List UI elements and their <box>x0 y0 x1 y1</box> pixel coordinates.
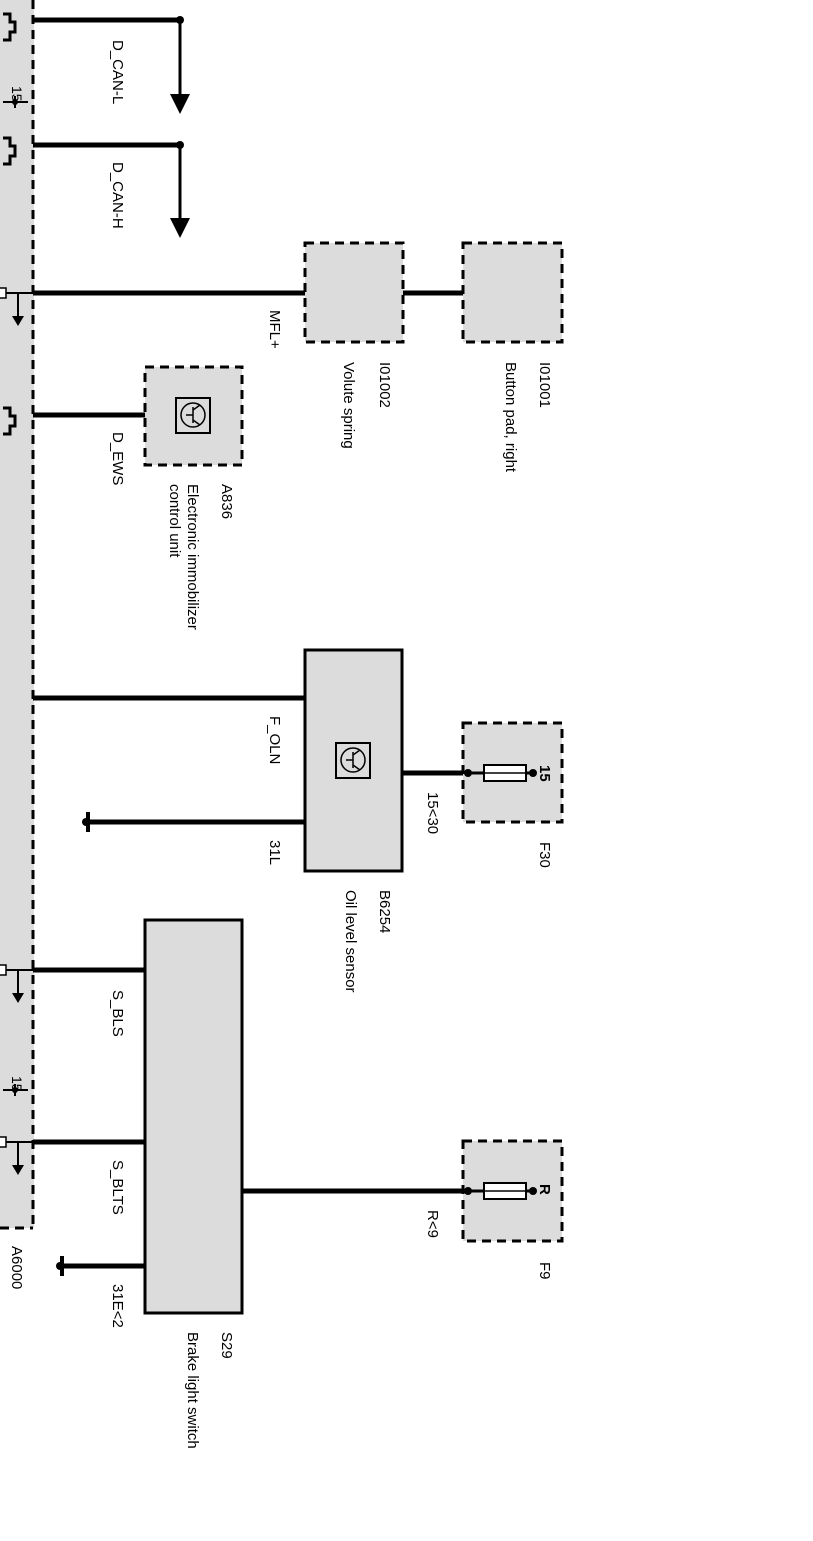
input-pin-icon <box>0 1136 33 1175</box>
fuse-f30-id: F30 <box>536 842 553 868</box>
signal-mfl-plus: MFL+ <box>266 310 283 349</box>
immobilizer-id: A836 <box>218 484 235 519</box>
volute-spring-name: Volute spring <box>340 362 357 449</box>
fuse-f9-id: F9 <box>536 1262 553 1280</box>
oil-sensor-id: B6254 <box>376 890 393 933</box>
switch-pin-15-top <box>3 96 28 108</box>
fuse-icon <box>464 764 537 782</box>
control-unit-pin-15-top: 15 <box>9 86 25 102</box>
signal-31l: 31L <box>266 840 283 865</box>
arrow-down-icon <box>170 94 190 114</box>
component-button-pad <box>461 241 564 344</box>
fuse-icon <box>464 1182 537 1200</box>
pulse-signal-icon <box>3 136 17 166</box>
fuse-f30-terminal: 15 <box>536 765 553 782</box>
fuse-f9-terminal: R <box>536 1184 553 1195</box>
signal-31e: 31E<2 <box>109 1284 126 1328</box>
wire-d-can-h <box>33 141 190 238</box>
pulse-signal-icon <box>3 12 17 42</box>
oil-sensor-name: Oil level sensor <box>342 890 359 993</box>
switch-pin-15-bottom <box>3 1084 28 1096</box>
transistor-icon <box>175 397 211 434</box>
signal-s-bls: S_BLS <box>109 990 126 1037</box>
immobilizer-name-2: control unit <box>166 484 183 558</box>
input-pin-icon <box>0 964 33 1003</box>
button-pad-id: I01001 <box>536 362 553 408</box>
control-unit-pin-15-bottom: 15 <box>9 1076 25 1092</box>
transistor-icon <box>335 742 371 779</box>
oil-sensor-pin-label: 15<30 <box>424 792 441 834</box>
signal-f-oln: F_OLN <box>266 716 283 764</box>
component-brake-light-switch <box>143 918 244 1315</box>
signal-d-can-h: D_CAN-H <box>109 162 126 229</box>
wire-d-can-l <box>33 16 190 114</box>
fuse-f9-pin-label: R<9 <box>424 1210 441 1238</box>
component-volute-spring <box>303 241 405 344</box>
brake-switch-id: S29 <box>218 1332 235 1359</box>
volute-spring-id: I01002 <box>376 362 393 408</box>
signal-d-ews: D_EWS <box>109 432 126 485</box>
ground-icon <box>56 1256 64 1276</box>
control-unit-a6000 <box>0 0 35 1230</box>
arrow-down-icon <box>170 218 190 238</box>
ground-icon <box>82 812 90 832</box>
control-unit-a6000-id: A6000 <box>8 1246 25 1289</box>
input-pin-icon <box>0 287 33 326</box>
pulse-signal-icon <box>3 406 17 436</box>
signal-s-blts: S_BLTS <box>109 1160 126 1215</box>
immobilizer-name-1: Electronic immobilizer <box>184 484 201 630</box>
brake-switch-name: Brake light switch <box>184 1332 201 1449</box>
signal-d-can-l: D_CAN-L <box>109 40 126 104</box>
button-pad-name: Button pad, right <box>502 362 519 473</box>
